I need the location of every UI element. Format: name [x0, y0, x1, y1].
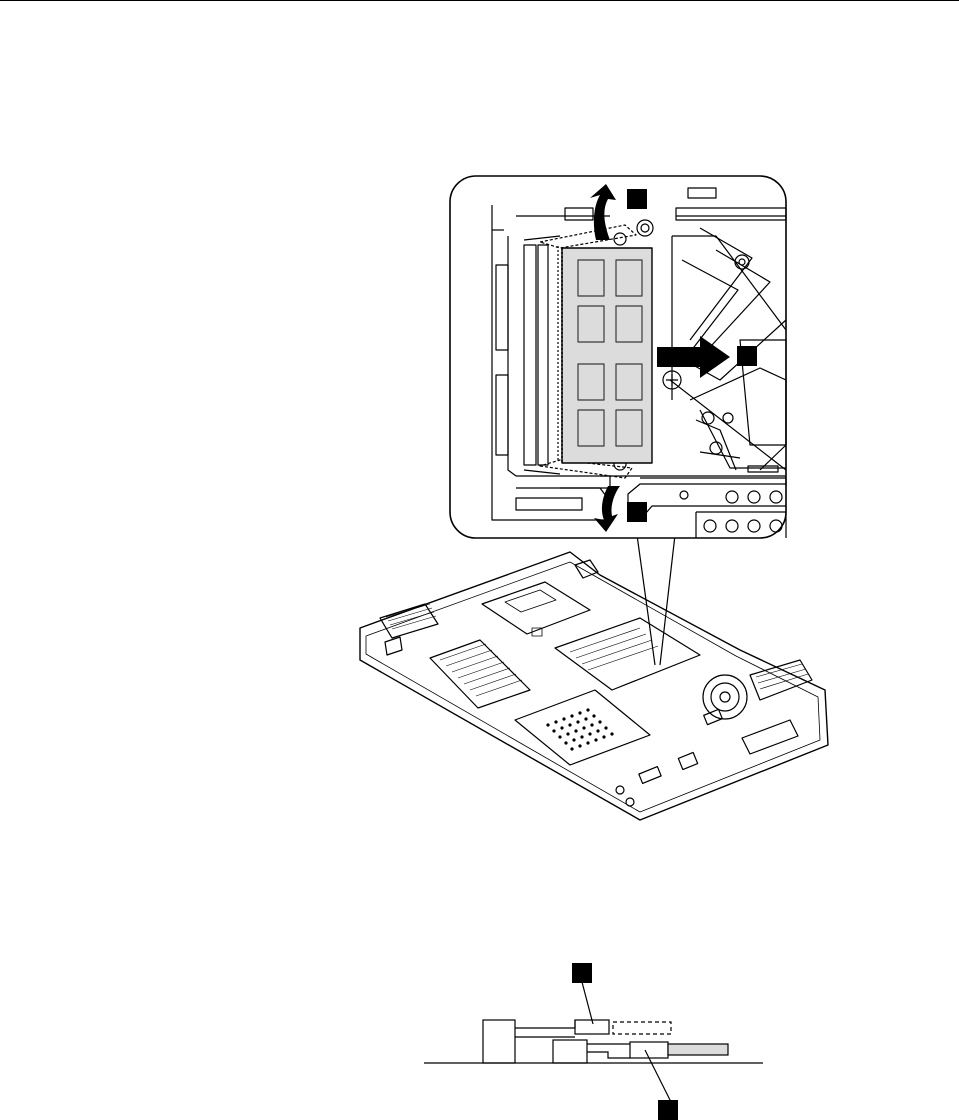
callout-marker-bottom — [658, 1100, 678, 1120]
zoom-callout-lines — [637, 535, 675, 665]
callout-marker-top — [572, 963, 592, 983]
callout-marker-1b — [627, 502, 647, 522]
callout-marker-1a — [627, 189, 647, 209]
zoomed-detail-panel — [450, 176, 786, 538]
callout-marker-2 — [737, 346, 757, 366]
laptop-base-illustration — [360, 552, 828, 820]
